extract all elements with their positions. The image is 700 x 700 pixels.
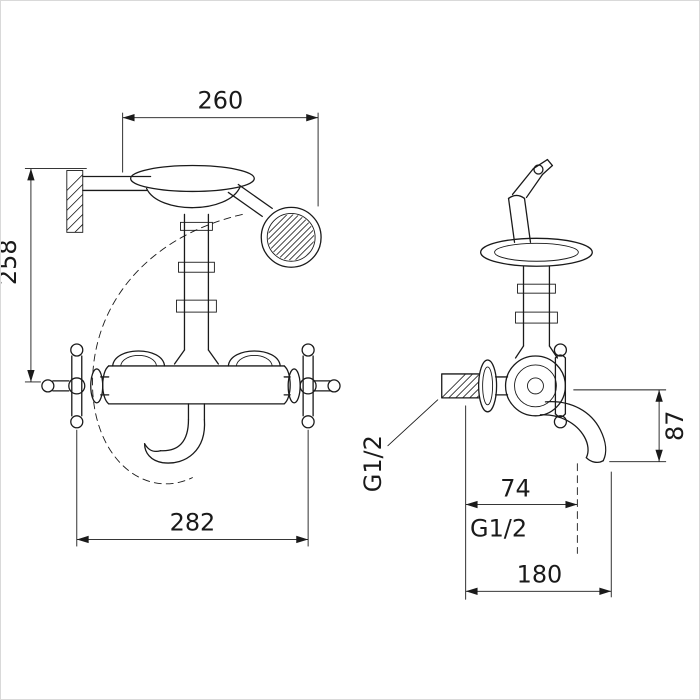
side-spout [539, 401, 607, 464]
dim-label-top-width: 260 [198, 87, 244, 115]
front-view-drawing [41, 164, 341, 485]
left-cross-handle [41, 343, 110, 429]
dimension-spout-reach: 74 [465, 475, 578, 509]
dimension-bottom-width: 282 [76, 429, 309, 547]
side-hand-shower [507, 158, 554, 243]
outlet-thread-label: G1/2 [470, 514, 527, 542]
mixer-body [102, 350, 291, 405]
right-cross-handle [283, 343, 341, 429]
label-outlet-thread: G1/2 [470, 514, 527, 542]
side-valve-body [504, 355, 567, 417]
inlet-thread-label: G1/2 [359, 435, 387, 492]
dimensions: 260 258 282 87 74 180 [1, 87, 689, 598]
front-spout [143, 403, 206, 464]
dim-label-total-reach: 180 [517, 560, 563, 588]
side-handle [553, 343, 568, 429]
dimension-total-reach: 180 [465, 471, 612, 598]
dim-label-bottom-width: 282 [170, 508, 216, 536]
dimension-top-width: 260 [122, 87, 319, 207]
wall-bracket [66, 170, 152, 233]
dim-label-spout-reach: 74 [500, 475, 530, 503]
shower-hose [92, 213, 243, 485]
dim-label-right-height: 87 [661, 411, 689, 441]
side-cradle [479, 237, 593, 267]
hand-shower [227, 183, 322, 268]
side-column [514, 265, 559, 359]
riser-column [173, 213, 220, 365]
label-inlet-thread: G1/2 [359, 399, 439, 492]
dimension-left-height: 258 [1, 168, 87, 383]
side-view-drawing [441, 158, 607, 600]
wall-connection [441, 359, 509, 413]
dimension-right-height: 87 [573, 389, 689, 463]
shower-cradle [129, 164, 255, 209]
dim-label-left-height: 258 [1, 239, 22, 285]
